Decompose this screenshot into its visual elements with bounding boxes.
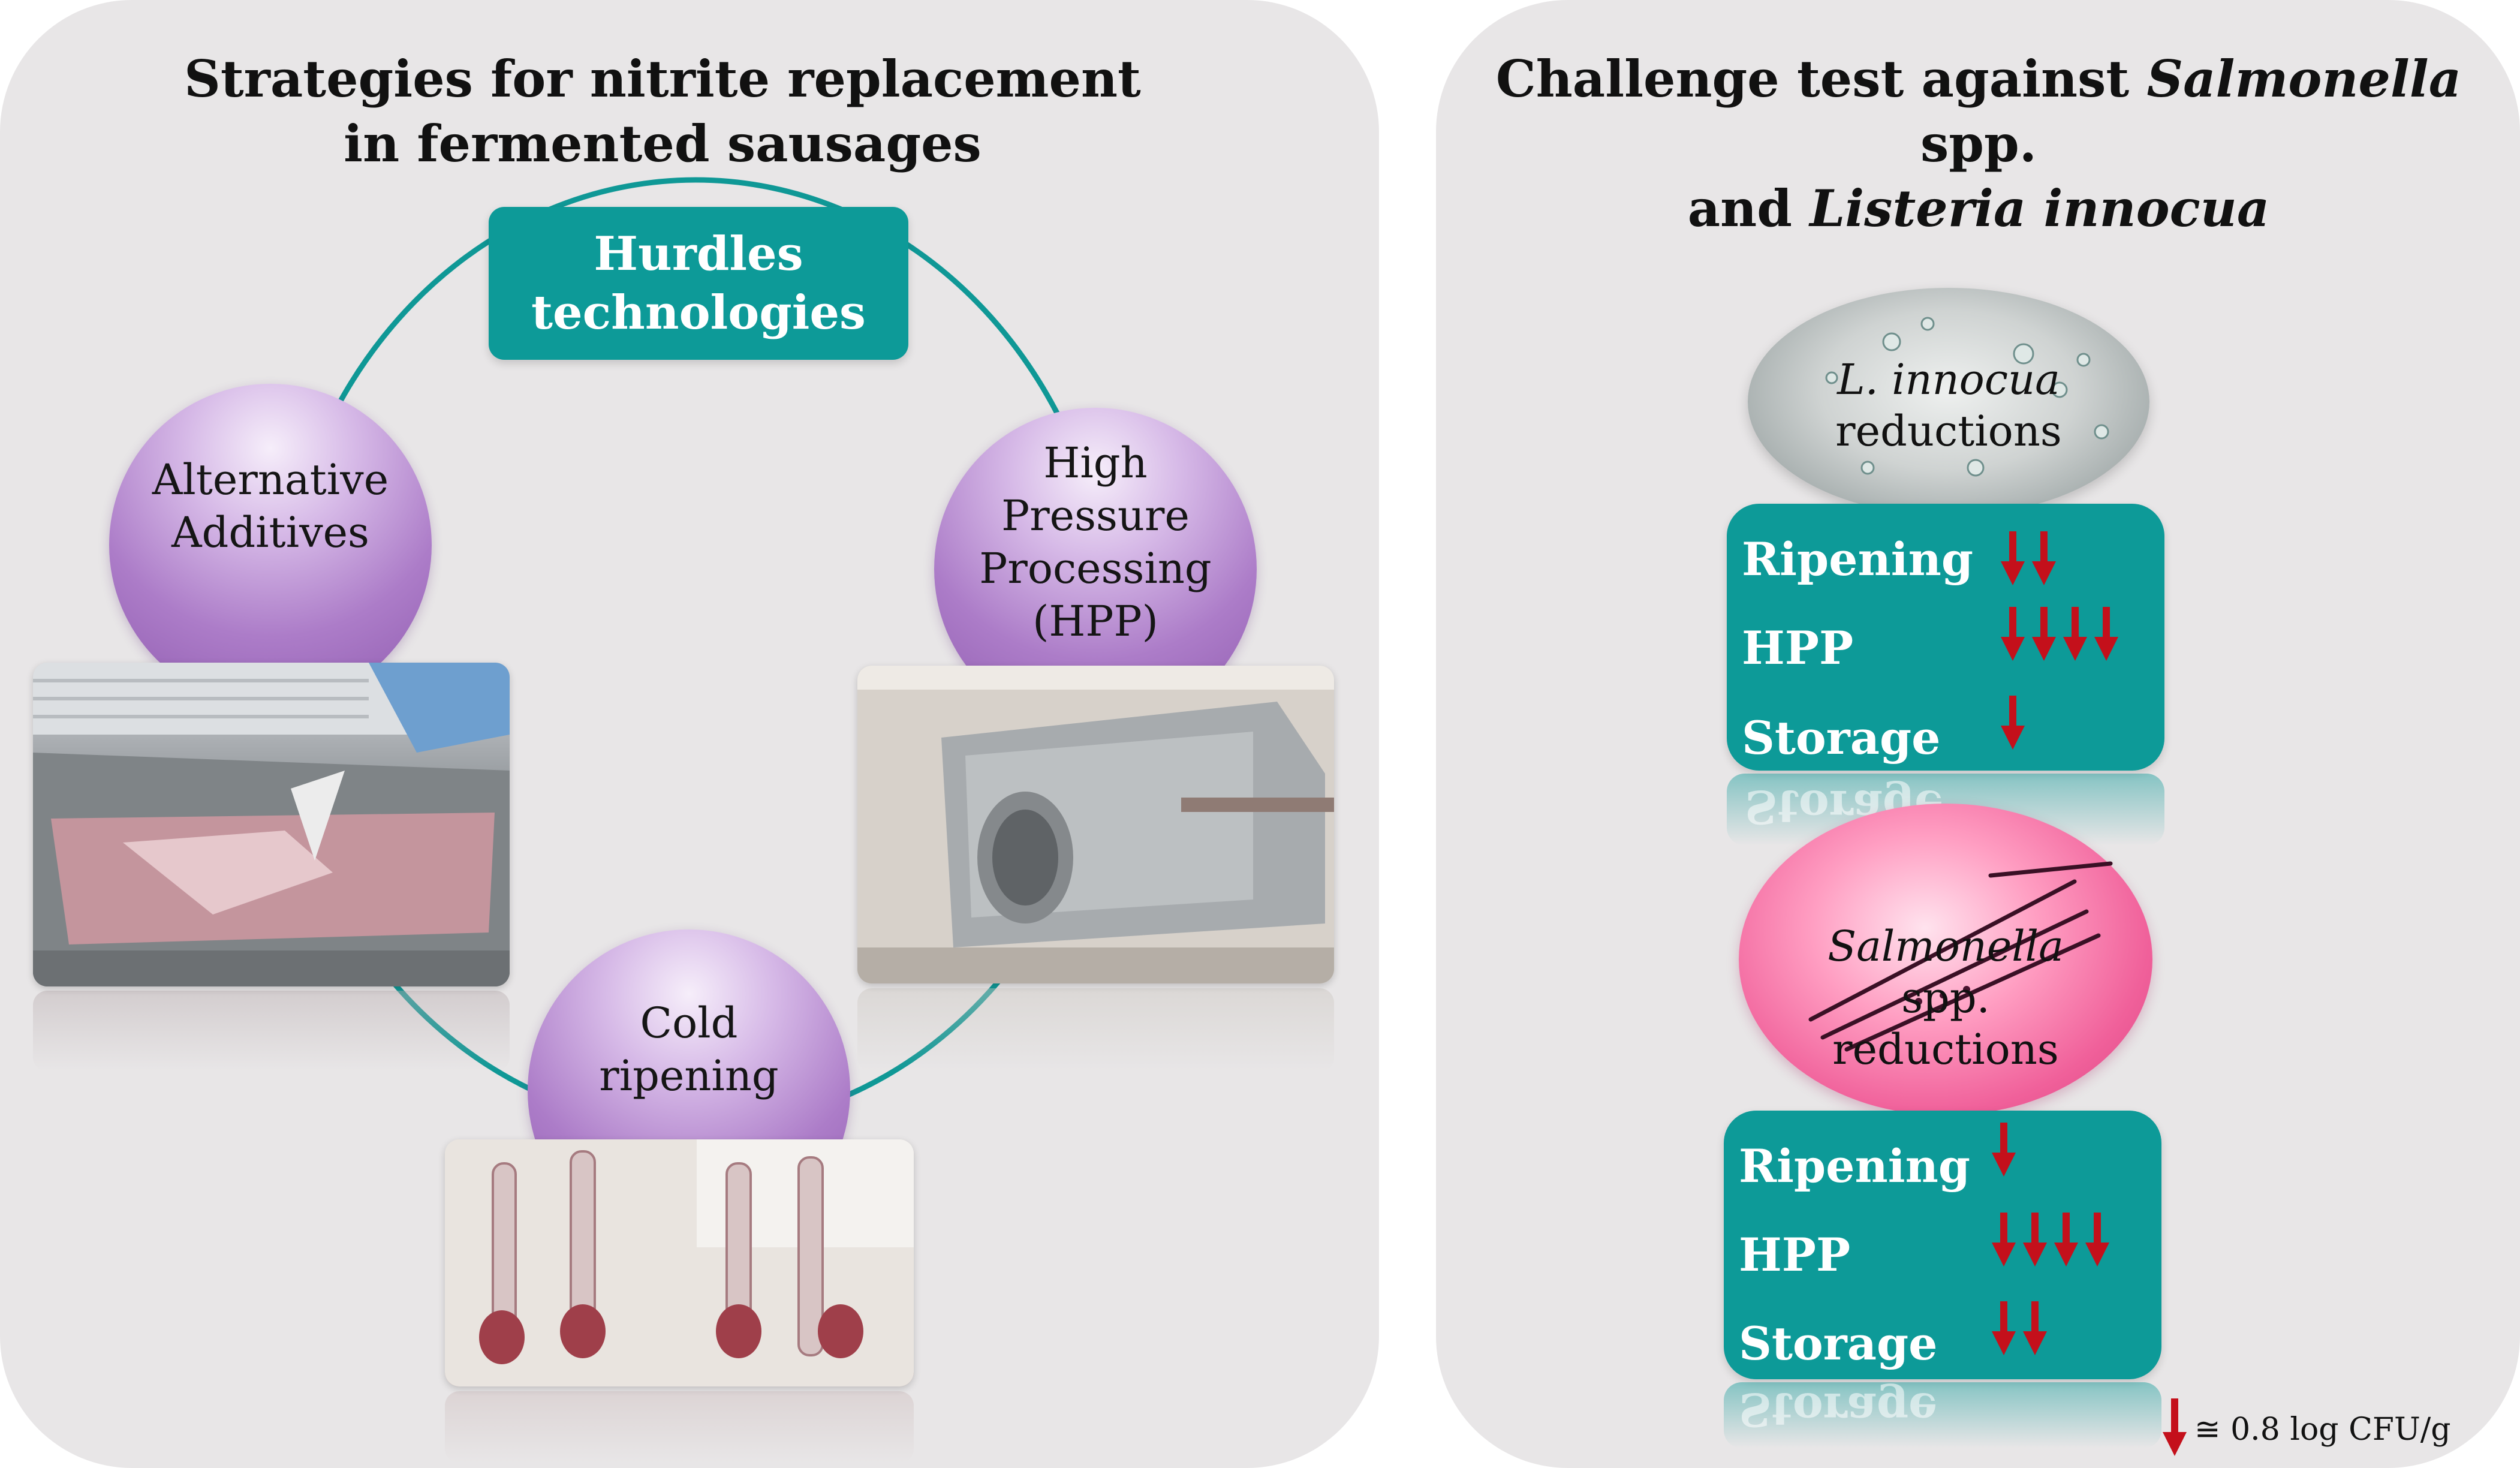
cold-line2: ripening: [599, 1051, 779, 1100]
down-arrow-icon: [2032, 531, 2056, 585]
down-arrow-icon: [2085, 1213, 2109, 1267]
right-title-salmonella: Salmonella: [2146, 49, 2462, 109]
sausages-photo-reflection: [445, 1391, 914, 1463]
down-arrow-icon: [2023, 1213, 2047, 1267]
cold-line1: Cold: [640, 998, 738, 1048]
hpp-line3: Processing: [979, 544, 1212, 593]
legend-text: ≅ 0.8 log CFU/g: [2194, 1412, 2451, 1448]
down-arrow-icon: [1992, 1213, 2016, 1267]
down-arrow-icon: [2001, 531, 2025, 585]
meat-mixer-illustration: [33, 663, 510, 986]
right-title-part2: spp.: [1920, 114, 2037, 173]
listeria-results-box: [1727, 504, 2164, 771]
hpp-machine-photo-reflection: [857, 988, 1334, 1072]
salmonella-storage-reflection: Storage: [1739, 1383, 1938, 1436]
hpp-line4: (HPP): [1032, 597, 1158, 646]
salmonella-streaks: [1808, 861, 2113, 1052]
right-title-line2: and Listeria innocua: [1445, 176, 2512, 241]
right-title-line1: Challenge test against Salmonella spp.: [1445, 47, 2512, 176]
additives-line2: Additives: [171, 508, 369, 557]
down-arrow-icon: [2094, 607, 2118, 661]
cold-ripening-label: Cold ripening: [528, 997, 850, 1102]
left-title-line2: in fermented sausages: [344, 114, 981, 173]
down-arrow-icon: [2001, 696, 2025, 750]
listeria-row-ripening-label: Ripening: [1742, 533, 1974, 586]
listeria-label-italic: L. innocua: [1748, 354, 2149, 405]
right-title-part3: and: [1687, 179, 1810, 238]
salmonella-label-italic: Salmonella: [1739, 920, 2152, 972]
listeria-label-rest: reductions: [1835, 407, 2062, 456]
listeria-row-storage-label: Storage: [1742, 711, 1941, 765]
down-arrow-icon: [1992, 1301, 2016, 1355]
hurdles-line1: Hurdles: [594, 226, 803, 281]
down-arrow-icon: [1992, 1123, 2016, 1177]
hurdles-line2: technologies: [531, 285, 866, 340]
right-title-part1: Challenge test against: [1495, 49, 2147, 109]
salmonella-label: Salmonella spp. reductions: [1739, 920, 2152, 1075]
alternative-additives-sphere: [109, 384, 432, 706]
meat-mixer-photo: [33, 663, 510, 986]
hpp-line2: Pressure: [1001, 491, 1190, 540]
down-arrow-icon: [2032, 607, 2056, 661]
down-arrow-icon: [2001, 607, 2025, 661]
salmonella-row-storage-label: Storage: [1739, 1317, 1938, 1370]
listeria-colonies: [1825, 317, 2109, 477]
right-title-listeria: Listeria innocua: [1810, 179, 2270, 238]
left-title: Strategies for nitrite replacement in fe…: [120, 47, 1205, 176]
listeria-petri-dish: [1748, 288, 2149, 516]
hpp-machine-photo: [857, 666, 1334, 983]
down-arrow-icon: [2023, 1301, 2047, 1355]
hpp-line1: High: [1043, 438, 1148, 488]
left-title-line1: Strategies for nitrite replacement: [184, 49, 1141, 109]
salmonella-box-reflection: [1724, 1382, 2161, 1448]
hurdles-technologies-box: Hurdles technologies: [489, 207, 908, 360]
salmonella-row-ripening-label: Ripening: [1739, 1139, 1971, 1193]
salmonella-label-spp: spp.: [1901, 973, 1990, 1022]
salmonella-label-rest: reductions: [1832, 1025, 2059, 1074]
salmonella-name: Salmonella: [1827, 922, 2064, 971]
down-arrow-icon: [2054, 1213, 2078, 1267]
additives-line1: Alternative: [152, 455, 389, 504]
listeria-label: L. innocua reductions: [1748, 354, 2149, 457]
legend: ≅ 0.8 log CFU/g: [2161, 1398, 2451, 1458]
listeria-row-hpp-label: HPP: [1742, 621, 1854, 675]
sausages-illustration: [445, 1139, 914, 1386]
right-title: Challenge test against Salmonella spp. a…: [1445, 47, 2512, 241]
legend-arrow-icon: [2163, 1398, 2187, 1456]
hpp-machine-illustration: [857, 666, 1334, 983]
sausages-photo: [445, 1139, 914, 1386]
salmonella-row-hpp-label: HPP: [1739, 1228, 1851, 1282]
listeria-name: L. innocua: [1837, 355, 2060, 404]
mixer-photo-reflection: [33, 991, 510, 1072]
down-arrow-icon: [2063, 607, 2087, 661]
hpp-label: High Pressure Processing (HPP): [934, 437, 1257, 648]
salmonella-petri-dish: [1739, 804, 2152, 1115]
alternative-additives-label: Alternative Additives: [109, 453, 432, 559]
